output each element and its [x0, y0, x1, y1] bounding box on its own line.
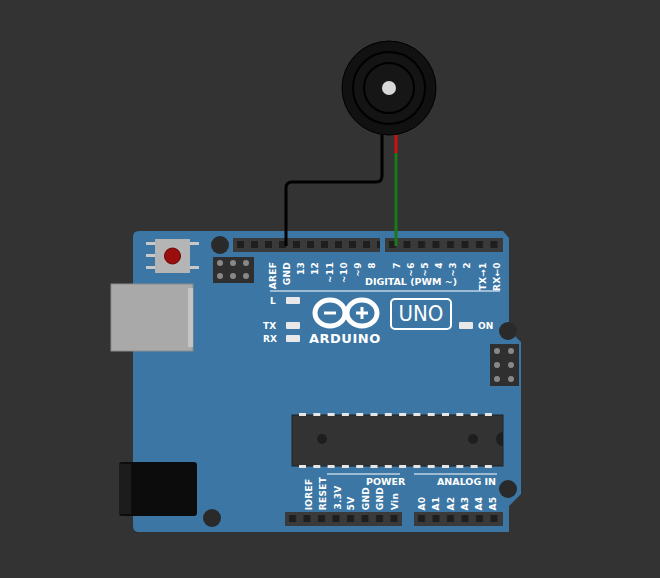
pin-label: RX←0 — [493, 262, 502, 291]
icsp-header — [490, 344, 519, 386]
section-label: DIGITAL (PWM ~) — [365, 277, 457, 287]
microcontroller-chip — [292, 415, 503, 466]
led-label: RX — [263, 335, 277, 344]
led — [459, 322, 473, 329]
pin-label: A1 — [432, 496, 441, 510]
led — [286, 297, 300, 304]
pin-label: A2 — [447, 496, 456, 510]
arduino-logo — [315, 300, 377, 326]
brand-name: ARDUINO — [309, 332, 381, 345]
power-jack — [119, 462, 197, 516]
pin-label: ~11 — [326, 262, 335, 283]
reset-button — [155, 239, 190, 273]
pin-label: ~10 — [340, 262, 349, 283]
pin-label: ~3 — [449, 262, 458, 276]
pin-label: A3 — [461, 496, 470, 510]
buzzer-lead — [395, 135, 398, 153]
signal-wire — [395, 153, 398, 246]
gnd-wire — [286, 135, 382, 246]
pin-label: GND — [283, 262, 292, 285]
pin-label: 13 — [298, 262, 307, 275]
pin-label: GND — [376, 487, 385, 510]
section-label: ANALOG IN — [437, 477, 496, 487]
pin-label: 7 — [393, 262, 402, 269]
digital-header — [385, 238, 503, 252]
piezo-buzzer — [342, 41, 436, 135]
led-label: TX — [263, 322, 276, 331]
pin-label: 2 — [463, 262, 472, 269]
pin-label: GND — [362, 487, 371, 510]
pin-label: ~5 — [421, 262, 430, 276]
pin-label: IOREF — [305, 478, 314, 510]
pin-label: A4 — [475, 496, 484, 510]
section-label: POWER — [366, 477, 405, 487]
icsp-header — [213, 257, 254, 283]
pin-label: 3.3V — [333, 486, 342, 510]
usb-port — [111, 284, 193, 351]
pin-label: Vin — [391, 493, 400, 510]
model-name: UNO — [397, 303, 445, 325]
model-badge: UNO — [390, 298, 452, 330]
led-label: L — [270, 297, 276, 306]
pin-label: RESET — [319, 477, 328, 510]
led — [286, 322, 300, 329]
led-label: ON — [478, 322, 493, 331]
pin-label: 12 — [312, 262, 321, 275]
pin-label: ~6 — [407, 262, 416, 276]
pin-label: A5 — [489, 496, 498, 510]
pin-label: 5V — [347, 496, 356, 510]
digital-header — [233, 238, 380, 252]
pin-label: TX→1 — [479, 262, 488, 290]
pin-label: ~9 — [354, 262, 363, 276]
pin-label: 8 — [368, 262, 377, 269]
pin-label: 4 — [435, 262, 444, 269]
pin-label: AREF — [270, 262, 279, 289]
power-header — [285, 512, 402, 526]
led — [286, 335, 300, 342]
pin-label: A0 — [418, 496, 427, 510]
analog-header — [414, 512, 503, 526]
